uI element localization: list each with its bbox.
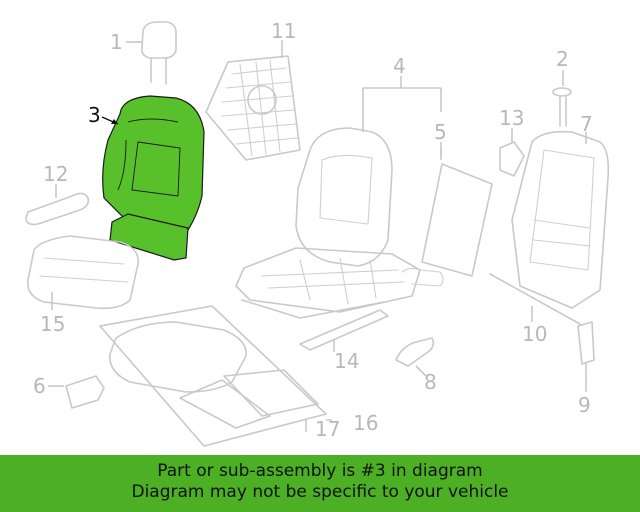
notice-banner: Part or sub-assembly is #3 in diagram Di… (0, 455, 640, 512)
seat-assembly-part[interactable] (235, 127, 442, 319)
callout-4: 4 (393, 54, 406, 78)
seatback-mesh-part[interactable] (205, 40, 301, 161)
buckle-part[interactable] (577, 321, 595, 392)
callout-7: 7 (580, 112, 593, 136)
callout-12: 12 (43, 162, 68, 186)
bracket-part[interactable] (499, 128, 525, 177)
callout-2: 2 (556, 47, 569, 71)
callout-3: 3 (88, 103, 101, 127)
callout-9: 9 (578, 393, 591, 417)
rod-part[interactable] (489, 273, 581, 325)
clip-part[interactable] (48, 375, 105, 409)
cushion-kit-part[interactable] (99, 305, 332, 447)
callout-5: 5 (434, 120, 447, 144)
callout-8: 8 (424, 370, 437, 394)
seatback-frame-part[interactable] (511, 130, 610, 309)
side-trim-part[interactable] (25, 184, 90, 226)
callout-6: 6 (33, 374, 46, 398)
callout-15: 15 (40, 312, 65, 336)
lever-part[interactable] (395, 337, 435, 377)
callout-14: 14 (334, 349, 359, 373)
seat-cushion-pad-part[interactable] (27, 235, 139, 310)
seatback-cover-part-highlighted[interactable] (101, 95, 205, 261)
callout-10: 10 (522, 322, 547, 346)
callout-11: 11 (271, 19, 296, 43)
callout-16: 16 (353, 411, 378, 435)
seat-exploded-diagram: 1 11 3 12 (25, 19, 610, 447)
callout-1: 1 (110, 30, 123, 54)
back-panel-part[interactable] (401, 142, 493, 287)
callout-13: 13 (499, 106, 524, 130)
notice-line-part-number: Part or sub-assembly is #3 in diagram (157, 461, 483, 481)
bolt-part[interactable] (552, 70, 572, 127)
notice-line-disclaimer: Diagram may not be specific to your vehi… (131, 482, 509, 502)
callout-17: 17 (315, 417, 340, 441)
seat-track-part[interactable] (299, 309, 389, 352)
headrest-part[interactable] (126, 21, 177, 85)
